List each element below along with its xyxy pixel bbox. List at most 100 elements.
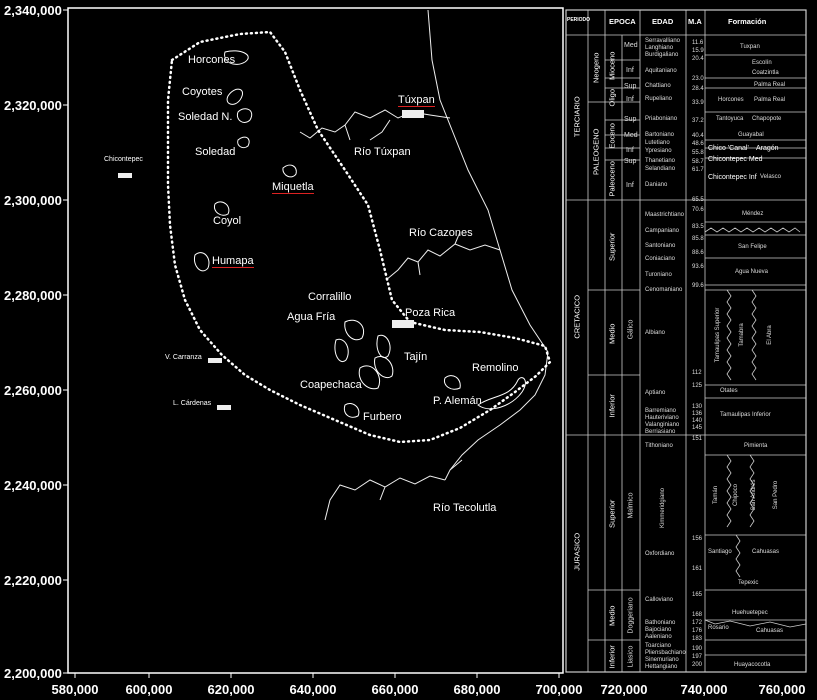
place-rio-cazones: Río Cazones bbox=[409, 227, 473, 239]
x-tick-label: 600,000 bbox=[125, 682, 173, 697]
strat-age: Aquitaniano bbox=[645, 68, 677, 74]
strat-formation: Guayabal bbox=[738, 132, 764, 138]
strat-subdiv: Sup bbox=[624, 83, 637, 90]
strat-formation: Otates bbox=[720, 388, 738, 394]
strat-ma: 176 bbox=[692, 628, 703, 634]
strat-age: Selandiano bbox=[645, 166, 676, 172]
strat-subdiv: Med bbox=[624, 132, 638, 139]
strat-age: Santoniano bbox=[645, 243, 676, 249]
place-l-cardenas: L. Cárdenas bbox=[173, 400, 212, 407]
strat-formation: Huehuetepec bbox=[732, 610, 768, 616]
strat-subdiv: Inf bbox=[626, 182, 634, 189]
strat-subdiv: Malmico bbox=[627, 492, 635, 519]
strat-period-jurasico: JURASICO bbox=[572, 532, 582, 571]
oil-fields bbox=[193, 50, 526, 418]
strat-age: Bathoniano bbox=[645, 620, 676, 626]
place-humapa: Humapa bbox=[212, 255, 254, 268]
strat-formation: San Pedro bbox=[773, 480, 779, 510]
x-tick-label: 680,000 bbox=[453, 682, 501, 697]
strat-ma: 168 bbox=[692, 612, 703, 618]
strat-ma: 28.4 bbox=[692, 86, 704, 92]
strat-subdiv: Liasico bbox=[627, 645, 635, 668]
strat-ma: 70.6 bbox=[692, 207, 704, 213]
strat-age: Oxfordiano bbox=[645, 551, 675, 557]
strat-ma: 125 bbox=[692, 383, 703, 389]
strat-ma: 83.5 bbox=[692, 224, 704, 230]
strat-epoch: Superior bbox=[607, 499, 617, 528]
strat-ma: 136 bbox=[692, 411, 703, 417]
place-tajin: Tajín bbox=[404, 351, 428, 363]
strat-formation: Aragón bbox=[756, 145, 779, 152]
strat-formation: Cahuasas bbox=[756, 628, 784, 634]
strat-ma: 55.8 bbox=[692, 150, 704, 156]
chicontepec-basin-boundary bbox=[166, 30, 552, 444]
place-agua-fria: Agua Fría bbox=[287, 311, 336, 323]
strat-ma: 40.4 bbox=[692, 133, 704, 139]
strat-formation: Santiago bbox=[708, 549, 732, 555]
strat-age: Langhiano bbox=[645, 45, 674, 51]
strat-ma: 33.9 bbox=[692, 100, 704, 106]
y-tick-label: 2,320,000 bbox=[4, 98, 62, 113]
strat-ma: 190 bbox=[692, 646, 703, 652]
strat-age: Berriasiano bbox=[645, 429, 676, 435]
strat-subdiv: Doggeriano bbox=[627, 597, 635, 634]
strat-age: Lutetiano bbox=[645, 140, 670, 146]
place-soledad: Soledad bbox=[195, 146, 236, 158]
strat-ma: 48.6 bbox=[692, 141, 704, 147]
strat-epoch: Medio bbox=[607, 605, 617, 626]
strat-header-ma: M.A bbox=[688, 17, 702, 26]
x-tick-label: 740,000 bbox=[680, 682, 728, 697]
strat-formation: Chicontepec Med bbox=[708, 156, 763, 163]
place-corralillo: Corralillo bbox=[308, 291, 352, 303]
strat-age: Hettangiano bbox=[645, 664, 678, 670]
place-v-carranza: V. Carranza bbox=[165, 354, 202, 361]
strat-epoch: Inferior bbox=[607, 645, 617, 669]
strat-formation: Agua Nueva bbox=[735, 269, 769, 275]
strat-subdiv: Inf bbox=[626, 67, 634, 74]
strat-ma: 161 bbox=[692, 566, 703, 572]
strat-formation: Coatzintla bbox=[752, 70, 779, 76]
strat-formation: Tamaulipas Inferior bbox=[720, 412, 771, 418]
strat-subdiv: Sup bbox=[624, 116, 637, 123]
place-remolino: Remolino bbox=[472, 362, 519, 374]
strat-formation: Escolín bbox=[752, 60, 772, 66]
strat-ma: 65.5 bbox=[692, 197, 704, 203]
strat-header-edad: EDAD bbox=[652, 17, 674, 26]
strat-ma: 93.6 bbox=[692, 264, 704, 270]
strat-formation: Chapopote bbox=[752, 116, 782, 122]
rio-tecolutla bbox=[324, 459, 463, 521]
place-miquetla: Miquetla bbox=[272, 181, 314, 194]
strat-age: Hauteriviano bbox=[645, 415, 679, 421]
strat-formation: Huayacocotla bbox=[734, 662, 771, 668]
place-p-aleman: P. Alemán bbox=[433, 395, 482, 407]
strat-subdiv: Inf bbox=[626, 147, 634, 154]
strat-ma: 183 bbox=[692, 636, 703, 642]
strat-ma: 156 bbox=[692, 536, 703, 542]
strat-header-periodo: PERIODO bbox=[567, 17, 591, 23]
strat-ma: 112 bbox=[692, 370, 702, 376]
y-tick-marks bbox=[63, 9, 68, 674]
strat-ma: 58.7 bbox=[692, 159, 704, 165]
strat-age: Aaleniano bbox=[645, 634, 672, 640]
strat-age: Kimmeridgiano bbox=[660, 487, 666, 529]
strat-age: Daniano bbox=[645, 182, 668, 188]
strat-age: Albiano bbox=[645, 330, 666, 336]
strat-age: Coniaciano bbox=[645, 256, 676, 262]
strat-age: Bartoniano bbox=[645, 132, 675, 138]
strat-formation: Chipoco bbox=[733, 484, 739, 507]
strat-age: Campaniano bbox=[645, 228, 680, 234]
x-tick-label: 660,000 bbox=[371, 682, 419, 697]
strat-age: Maastrichtiano bbox=[645, 212, 685, 218]
strat-ma: 200 bbox=[692, 662, 703, 668]
town-markers bbox=[118, 110, 424, 410]
strat-subperiod-paleogeno: PALEOGENO bbox=[591, 128, 601, 176]
x-tick-label: 620,000 bbox=[207, 682, 255, 697]
strat-age: Turoniano bbox=[645, 272, 672, 278]
strat-epoch: Mioceno bbox=[607, 51, 617, 80]
strat-epoch: Medio bbox=[607, 323, 617, 344]
strat-ma: 99.6 bbox=[692, 283, 704, 289]
strat-ma: 151 bbox=[692, 436, 703, 442]
strat-subperiod-neogeno: Neogeno bbox=[591, 52, 601, 83]
strat-age: Sinemuriano bbox=[645, 657, 679, 663]
strat-epoch: Oligo bbox=[607, 89, 617, 107]
